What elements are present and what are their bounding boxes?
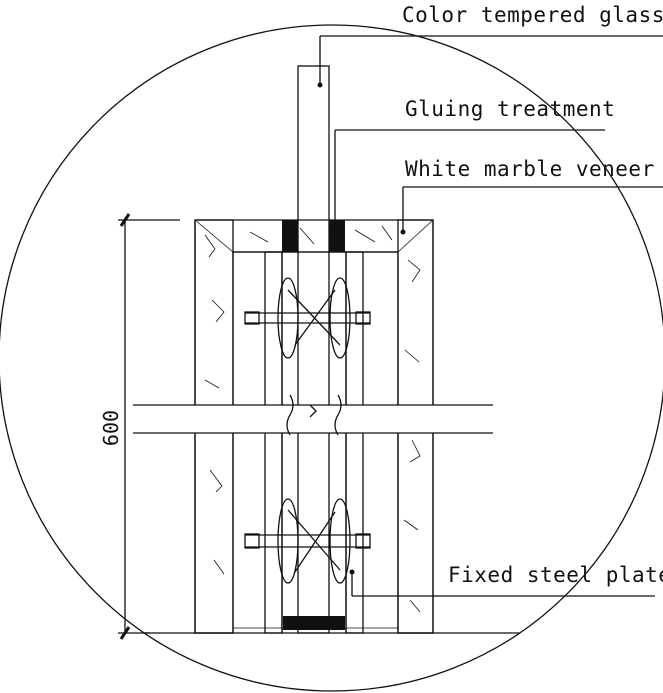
dimension-600: 600 xyxy=(99,213,180,640)
break-band xyxy=(133,394,493,436)
label-gluing-treatment: Gluing treatment xyxy=(405,97,615,121)
steel-plate-zone xyxy=(264,251,364,634)
bolt-assembly-upper xyxy=(244,277,371,359)
glue-block-left xyxy=(282,220,298,252)
leader-lines xyxy=(317,35,663,597)
glue-block-right xyxy=(329,220,345,252)
bolt-assembly-lower xyxy=(244,498,371,584)
detail-circle xyxy=(0,24,663,692)
label-color-tempered-glass: Color tempered glass xyxy=(402,3,663,27)
tempered-glass xyxy=(281,65,347,634)
dimension-label: 600 xyxy=(99,410,123,446)
bottom-steel-bar xyxy=(283,616,345,630)
label-fixed-steel-plate: Fixed steel plate xyxy=(448,563,663,587)
label-white-marble-veneer: White marble veneer xyxy=(405,157,655,181)
